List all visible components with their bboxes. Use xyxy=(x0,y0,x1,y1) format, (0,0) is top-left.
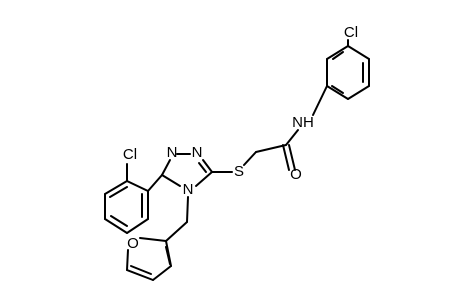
triazole-nitrogen-label: N xyxy=(167,144,178,161)
bond xyxy=(109,186,128,198)
bond xyxy=(126,249,129,271)
bond xyxy=(288,144,296,171)
bond xyxy=(347,45,370,60)
bond xyxy=(165,221,188,242)
chlorine-atom-label: Cl xyxy=(123,146,137,163)
bond xyxy=(126,269,154,281)
bond xyxy=(104,218,128,234)
triazole-nitrogen-label: N xyxy=(192,144,203,161)
bond xyxy=(139,237,167,242)
bond xyxy=(165,246,171,265)
bond xyxy=(186,196,189,223)
bond xyxy=(255,144,287,153)
bond xyxy=(326,45,349,60)
bond xyxy=(161,159,171,176)
bond xyxy=(147,174,163,192)
bond xyxy=(152,265,172,281)
bond xyxy=(126,218,149,234)
carbonyl-oxygen-label: O xyxy=(290,166,302,183)
bond xyxy=(326,85,349,100)
bond xyxy=(198,162,207,173)
bond xyxy=(282,144,290,171)
triazole-nitrogen-label: N xyxy=(183,181,194,198)
bond xyxy=(195,171,213,187)
bond-layer xyxy=(104,39,370,281)
sulfur-atom-label: S xyxy=(234,163,244,180)
bond xyxy=(332,51,344,60)
bond xyxy=(331,85,344,94)
chlorine-atom-label: Cl xyxy=(344,24,358,41)
bond xyxy=(347,85,370,100)
bond xyxy=(110,215,128,227)
bond xyxy=(243,151,257,166)
bond xyxy=(161,174,181,187)
atom-label-layer: Cl NH O S N N N Cl O xyxy=(123,24,358,252)
furan-oxygen-label: O xyxy=(127,235,139,252)
bond xyxy=(202,159,213,173)
bond xyxy=(285,129,299,146)
bond xyxy=(104,180,128,195)
bond xyxy=(130,265,152,275)
amine-nh-label: NH xyxy=(292,114,314,131)
bond xyxy=(312,85,328,116)
bond xyxy=(126,180,149,192)
